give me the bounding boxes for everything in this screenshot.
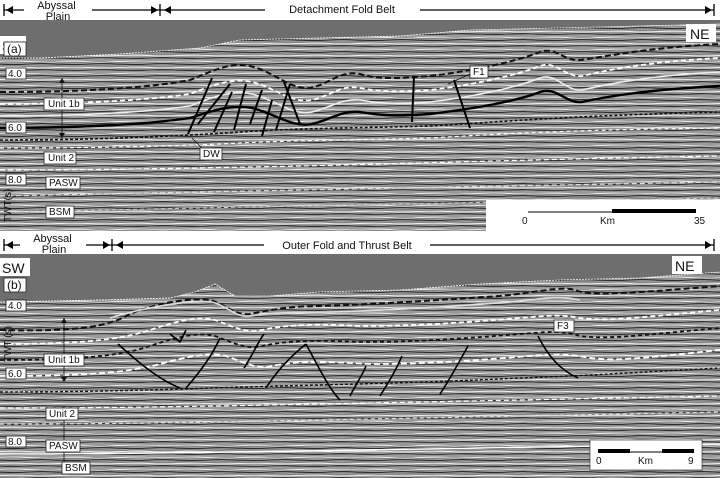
panel-a-tick-8: 8.0	[8, 175, 22, 186]
panel-b-header: Abyssal Plain Outer Fold and Thrust Belt	[3, 233, 715, 256]
panel-a-pasw: PASW	[49, 178, 78, 189]
panel-a-label: (a)	[7, 42, 22, 56]
panel-b-seismic-section	[0, 254, 720, 478]
panel-b-label: (b)	[7, 278, 22, 292]
panel-a-ne-label: NE	[690, 26, 709, 42]
panel-a-header: Abyssal Plain Detachment Fold Belt	[3, 0, 715, 23]
panel-a-horizons	[0, 43, 720, 213]
panel-a-twt-axis: TWT(s)	[3, 189, 14, 222]
panel-b-horizons	[0, 285, 720, 455]
panel-a-f1-label: F1	[473, 67, 485, 78]
panel-a-dw-label: DW	[203, 149, 220, 160]
panel-a-tick-4: 4.0	[8, 69, 22, 80]
panel-a-scale-unit: Km	[600, 216, 615, 227]
panel-a-unit-1b: Unit 1b	[48, 99, 80, 110]
panel-b-abyssal-plain-label: Abyssal Plain	[33, 233, 75, 256]
panel-b-unit-1b: Unit 1b	[48, 355, 80, 366]
panel-a-faults	[187, 75, 471, 137]
panel-b-scale-bar: 0 Km 9	[589, 439, 703, 471]
panel-a-scale-bar: 0 Km 35	[486, 200, 720, 231]
panel-b-twt-axis: TWT (s)	[3, 326, 14, 362]
panel-b-f3-label: F3	[557, 321, 569, 332]
panel-b-faults	[117, 329, 579, 401]
panel-b-scale-unit: Km	[638, 456, 653, 467]
panel-b-tick-8: 8.0	[8, 437, 22, 448]
panel-b-abyssal-line1: Abyssal	[33, 233, 72, 245]
panel-b-ne-label: NE	[675, 258, 694, 274]
panel-a-label-box	[3, 41, 27, 57]
panel-a-fold-belt-label: Detachment Fold Belt	[289, 4, 395, 16]
panel-a-unit-2: Unit 2	[48, 153, 75, 164]
panel-b-pasw: PASW	[49, 441, 78, 452]
panel-a-ne-box	[686, 24, 716, 42]
panel-a-tick-6: 6.0	[8, 123, 22, 134]
panel-a-seismic-section	[0, 20, 720, 231]
panel-a-scale-start: 0	[522, 216, 528, 227]
panel-b-tick-4: 4.0	[8, 301, 22, 312]
panel-a: Abyssal Plain Detachment Fold Belt	[0, 0, 720, 231]
panel-b-tick-6: 6.0	[8, 369, 22, 380]
panel-b-scale-end: 9	[688, 456, 694, 467]
panel-a-abyssal-line1: Abyssal	[37, 0, 76, 12]
panel-b-bsm: BSM	[65, 463, 87, 474]
panel-a-bsm: BSM	[49, 207, 71, 218]
panel-a-scale-end: 35	[694, 216, 706, 227]
panel-b: Abyssal Plain Outer Fold and Thrust Belt	[0, 233, 720, 478]
panel-b-scale-start: 0	[596, 456, 602, 467]
panel-b-sw-label: SW	[2, 260, 25, 276]
panel-b-abyssal-line2: Plain	[42, 244, 66, 256]
panel-b-unit-2: Unit 2	[49, 409, 76, 420]
panel-b-fold-belt-label: Outer Fold and Thrust Belt	[282, 240, 411, 252]
